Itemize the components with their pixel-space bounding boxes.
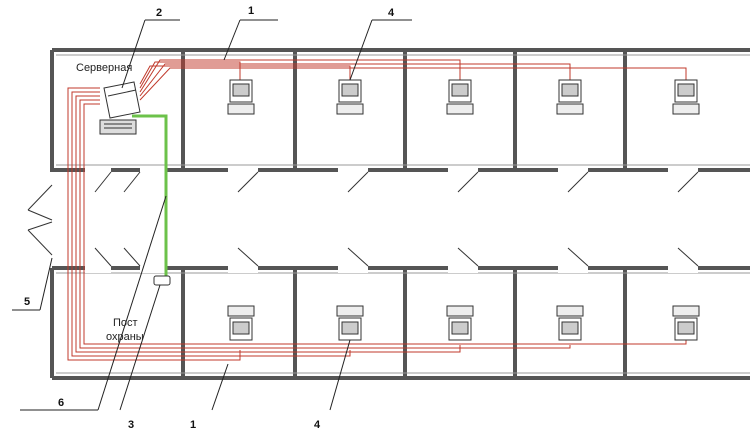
server-room-label: Серверная — [76, 62, 132, 74]
callout-3: 3 — [128, 419, 134, 431]
callout-4-bottom: 4 — [314, 419, 321, 431]
door-swings — [94, 171, 699, 267]
workstation-icon — [672, 79, 700, 115]
callout-5: 5 — [24, 296, 30, 308]
door-gaps — [85, 166, 698, 273]
walls-inner — [56, 54, 750, 374]
bottom-workstations — [227, 305, 700, 341]
workstation-icon — [672, 305, 700, 341]
callout-4-top: 4 — [388, 7, 395, 19]
green-cable — [132, 114, 168, 278]
guard-post-label-line2: охраны — [106, 331, 144, 343]
entrance-door — [27, 184, 53, 256]
callout-2: 2 — [156, 7, 162, 19]
workstation-icon — [336, 305, 364, 341]
callout-leaders — [12, 19, 412, 411]
callout-1-bottom: 1 — [190, 419, 196, 431]
top-workstations — [227, 79, 700, 115]
guard-monitor-icon — [153, 275, 171, 286]
walls — [50, 48, 750, 380]
workstation-icon — [227, 305, 255, 341]
callout-6: 6 — [58, 397, 64, 409]
workstation-icon — [556, 305, 584, 341]
red-cables — [67, 59, 687, 361]
workstation-icon — [227, 79, 255, 115]
workstation-icon — [446, 305, 474, 341]
callout-1-top: 1 — [248, 5, 254, 17]
server-icon — [99, 81, 141, 135]
workstation-icon — [556, 79, 584, 115]
workstation-icon — [336, 79, 364, 115]
workstation-icon — [446, 79, 474, 115]
